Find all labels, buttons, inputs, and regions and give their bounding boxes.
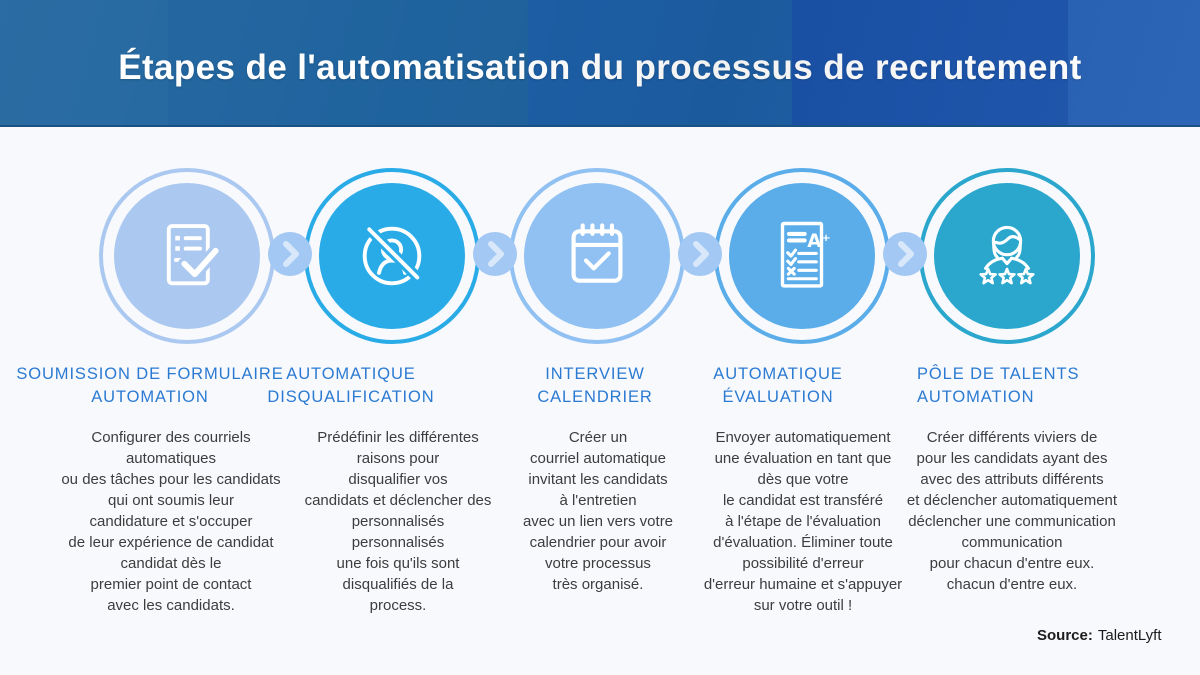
step-description-4: Envoyer automatiquement une évaluation e… bbox=[703, 429, 903, 614]
talent-stars-icon bbox=[979, 225, 1035, 285]
calendar-check-icon bbox=[571, 223, 623, 283]
form-checklist-icon bbox=[166, 224, 223, 286]
step-circle-5-fill bbox=[934, 183, 1080, 329]
step-title-3: INTERVIEW CALENDRIER bbox=[537, 365, 653, 406]
arrow-connector-1 bbox=[268, 232, 312, 276]
step-title-5: PÔLE DE TALENTS AUTOMATION bbox=[917, 365, 1080, 406]
arrow-connector-2 bbox=[473, 232, 517, 276]
step-circle-4: A⁺ bbox=[714, 168, 890, 344]
step-circle-1 bbox=[99, 168, 275, 344]
arrow-connector-3 bbox=[678, 232, 722, 276]
chevron-right-icon bbox=[898, 241, 914, 267]
step-circle-2 bbox=[304, 168, 480, 344]
header-banner: Étapes de l'automatisation du processus … bbox=[0, 0, 1200, 127]
person-slash-icon bbox=[362, 223, 424, 286]
page-title: Étapes de l'automatisation du processus … bbox=[118, 47, 1082, 87]
chevron-right-icon bbox=[283, 241, 299, 267]
chevron-right-icon bbox=[488, 241, 504, 267]
step-title-2: AUTOMATIQUE DISQUALIFICATION bbox=[267, 365, 435, 406]
svg-text:A⁺: A⁺ bbox=[807, 231, 831, 252]
arrow-connector-4 bbox=[883, 232, 927, 276]
step-description-3: Créer un courriel automatique invitant l… bbox=[522, 429, 674, 593]
step-description-1: Configurer des courriels automatiques ou… bbox=[61, 429, 281, 614]
step-description-5: Créer différents viviers de pour les can… bbox=[906, 429, 1118, 593]
step-circle-4-fill: A⁺ bbox=[729, 183, 875, 329]
chevron-right-icon bbox=[693, 241, 709, 267]
step-title-1: SOUMISSION DE FORMULAIRE AUTOMATION bbox=[16, 365, 284, 406]
grade-sheet-icon: A⁺ bbox=[780, 221, 831, 288]
step-circle-5 bbox=[919, 168, 1095, 344]
source-label: Source: bbox=[1037, 627, 1093, 644]
step-circle-3 bbox=[509, 168, 685, 344]
step-circle-3-fill bbox=[524, 183, 670, 329]
source-value: TalentLyft bbox=[1097, 627, 1162, 644]
step-title-4: AUTOMATIQUE ÉVALUATION bbox=[713, 365, 843, 406]
step-circle-1-fill bbox=[114, 183, 260, 329]
step-description-2: Prédéfinir les différentes raisons pour … bbox=[304, 429, 492, 614]
step-circle-2-fill bbox=[319, 183, 465, 329]
source-credit: Source:TalentLyft bbox=[1037, 627, 1162, 644]
